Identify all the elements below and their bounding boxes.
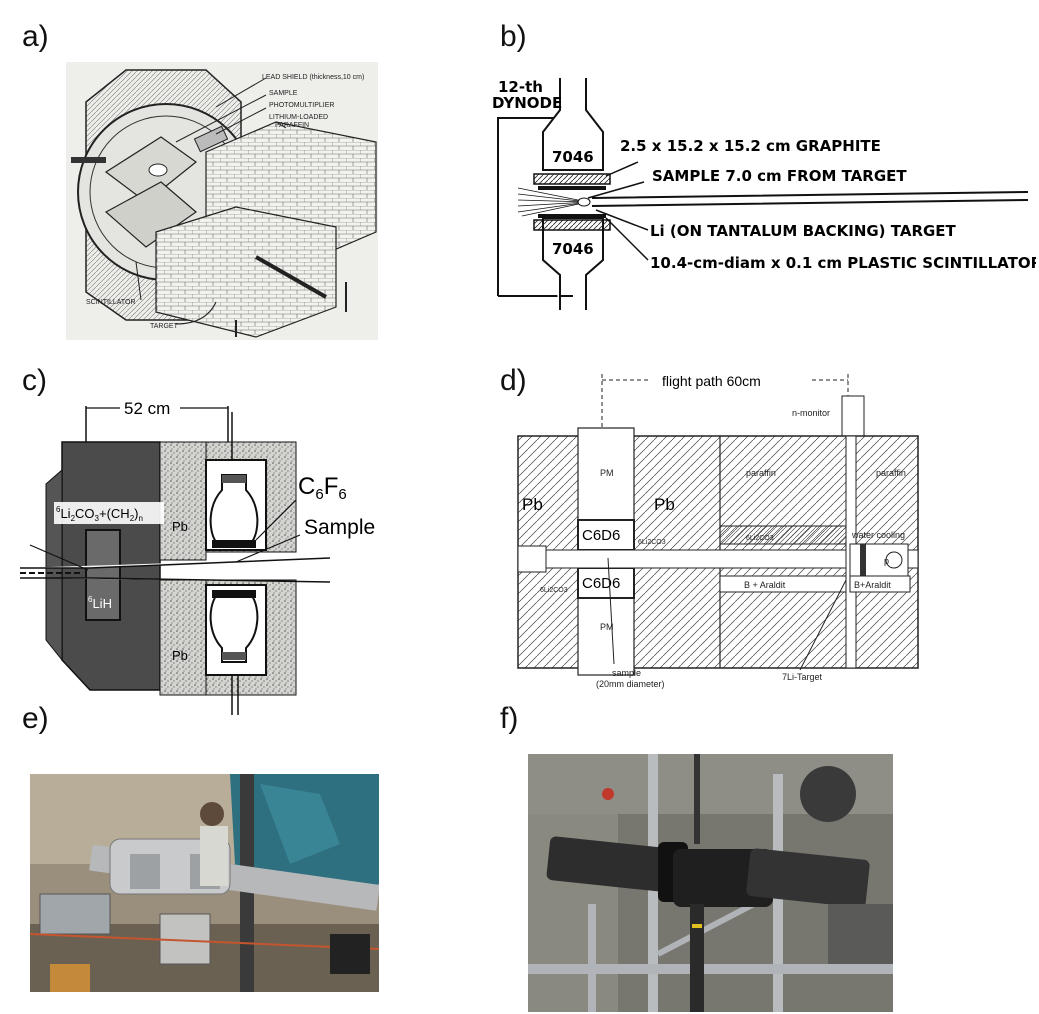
label-pb-left: Pb: [522, 495, 543, 514]
label-target: TARGET: [150, 323, 179, 330]
label-li2co3-left: 6Li2CO3: [540, 587, 568, 594]
panel-label-e: e): [22, 702, 49, 735]
label-photomultiplier: PHOTOMULTIPLIER: [269, 102, 334, 109]
lih-block: [85, 529, 121, 621]
panel-label-a: a): [22, 20, 49, 53]
label-c6f6: C6F6: [298, 473, 347, 503]
label-n-monitor: n-monitor: [792, 408, 830, 418]
label-shield-composition: 6Li2CO3+(CH2)n: [56, 505, 143, 523]
panel-label-f: f): [500, 702, 519, 735]
label-li2co3-mid: 6Li2CO3: [746, 535, 774, 542]
panel-c-drawing: 52 cm 6Li2CO3+(CH2)n 6LiH: [20, 399, 375, 715]
panel-a-figure: LEAD SHIELD (thickness,10 cm) SAMPLE PHO…: [66, 62, 378, 340]
panel-f-photo: [528, 754, 893, 1012]
panel-d-figure: flight path 60cm n-monitor Pb Pb PM PM p…: [510, 368, 930, 693]
label-pb-right: Pb: [654, 495, 675, 514]
panel-b-drawing: 12-th DYNODE 7046 7046 2.5 x 15.2 x 15.2…: [492, 78, 1036, 310]
panel-f-scene: [528, 754, 893, 1012]
neutron-fan: [517, 187, 589, 217]
label-sample: SAMPLE: [269, 90, 298, 97]
label-pm-bottom: PM: [600, 622, 614, 632]
panel-d-drawing: flight path 60cm n-monitor Pb Pb PM PM p…: [517, 373, 919, 689]
label-water-cooling: water cooling: [851, 530, 905, 540]
label-c6d6-bottom: C6D6: [582, 575, 620, 592]
pmt-bottom: [542, 217, 604, 310]
detector-right: [746, 848, 870, 908]
label-p: p: [884, 556, 889, 566]
label-pb-bottom: Pb: [172, 648, 188, 663]
panel-label-b: b): [500, 20, 527, 53]
label-b-araldit-mid: B + Araldit: [744, 580, 786, 590]
label-dynode-2: DYNODE: [492, 94, 562, 112]
panel-b-figure: 12-th DYNODE 7046 7046 2.5 x 15.2 x 15.2…: [488, 70, 1036, 320]
label-pmt-bottom: 7046: [552, 240, 594, 258]
label-flight-path: flight path 60cm: [662, 373, 761, 389]
label-c6d6-top: C6D6: [582, 527, 620, 544]
label-pb-top: Pb: [172, 519, 188, 534]
panel-a-drawing: LEAD SHIELD (thickness,10 cm) SAMPLE PHO…: [71, 69, 377, 338]
label-lead-shield: LEAD SHIELD (thickness,10 cm): [262, 74, 364, 81]
label-sample-d1: sample: [612, 668, 641, 678]
label-dynode-1: 12-th: [498, 78, 543, 96]
c6f6-detector-bottom: [209, 595, 259, 663]
label-sample: Sample: [304, 516, 375, 539]
label-distance: 52 cm: [124, 399, 170, 418]
pb-block-bottom: [159, 579, 207, 696]
label-paraffin-right: paraffin: [876, 468, 906, 478]
label-sample-distance: SAMPLE 7.0 cm FROM TARGET: [652, 167, 907, 185]
panel-c-figure: 52 cm 6Li2CO3+(CH2)n 6LiH: [20, 390, 400, 715]
label-lih: 6LiH: [88, 595, 112, 611]
label-li-target: Li (ON TANTALUM BACKING) TARGET: [650, 222, 957, 240]
detector-left: [546, 836, 670, 892]
panel-e-scene: [30, 774, 379, 992]
label-7li-target: 7Li-Target: [782, 672, 823, 682]
panel-label-d: d): [500, 364, 527, 397]
label-lithium-loaded: LITHIUM-LOADED: [269, 114, 328, 121]
label-graphite: 2.5 x 15.2 x 15.2 cm GRAPHITE: [620, 137, 881, 155]
label-b-araldit-right: B+Araldit: [854, 580, 891, 590]
pb-block-top: [159, 441, 207, 561]
n-monitor: [841, 395, 865, 437]
label-paraffin: PARAFFIN: [275, 122, 309, 129]
label-plastic-scintillator: 10.4-cm-diam x 0.1 cm PLASTIC SCINTILLAT…: [650, 254, 1036, 272]
label-scintillator: SCINTILLATOR: [86, 299, 136, 306]
label-li2co3-top: 6Li2CO3: [638, 539, 666, 546]
label-sample-d2: (20mm diameter): [596, 679, 665, 689]
pm-tube-top: [577, 427, 635, 529]
person: [200, 802, 224, 826]
label-pmt-top: 7046: [552, 148, 594, 166]
panel-e-photo: [30, 774, 379, 992]
panel-label-c: c): [22, 364, 47, 397]
pmt-top: [542, 78, 604, 171]
label-paraffin-left: paraffin: [746, 468, 776, 478]
label-pm-top: PM: [600, 468, 614, 478]
